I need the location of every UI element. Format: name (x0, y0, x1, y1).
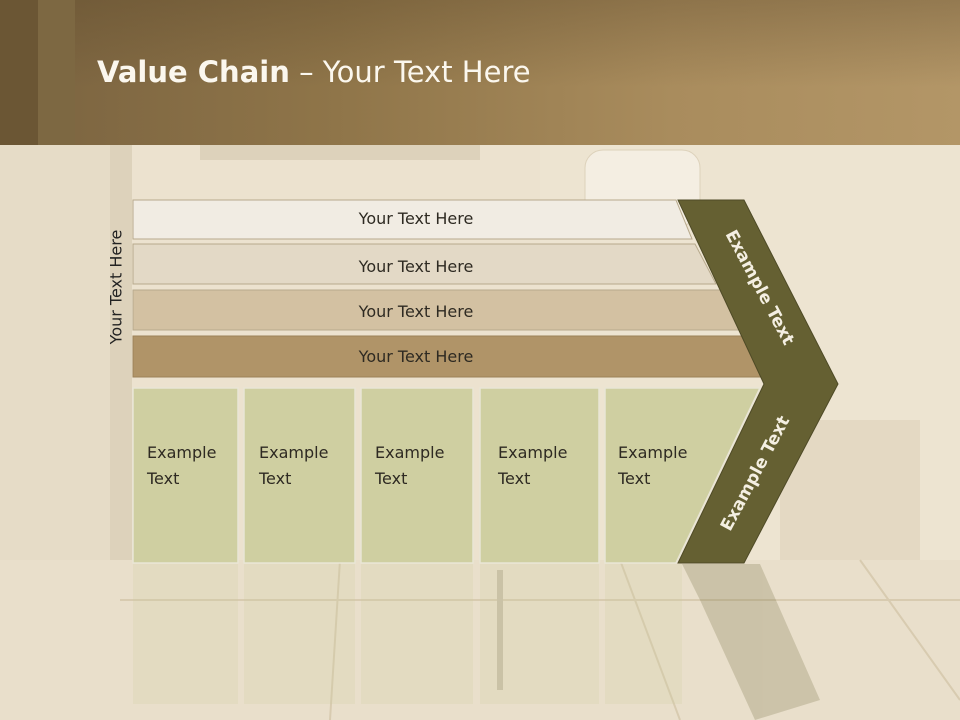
column-2-line2: Text (258, 469, 291, 488)
header-stripe-dark (0, 0, 38, 145)
column-5-line1: Example (618, 443, 687, 462)
bar-2-label: Your Text Here (358, 257, 474, 276)
column-2-line1: Example (259, 443, 328, 462)
column-4 (479, 387, 600, 564)
bar-2 (132, 243, 717, 285)
bar-1 (132, 199, 693, 240)
header-stripe-medium (38, 0, 75, 145)
column-5 (604, 387, 762, 564)
header-band (0, 0, 960, 145)
columns-group: Example Text Example Text Example Text E… (132, 387, 762, 564)
bar-4-label: Your Text Here (358, 347, 474, 366)
column-4-line2: Text (497, 469, 530, 488)
column-3-line2: Text (374, 469, 407, 488)
diagram-reflection (133, 564, 820, 720)
slide-title-rest: – Your Text Here (289, 55, 531, 89)
column-1-line1: Example (147, 443, 216, 462)
column-1-line2: Text (146, 469, 179, 488)
column-3 (360, 387, 474, 564)
bars-group: Your Text Here Your Text Here Your Text … (132, 199, 764, 378)
column-2 (243, 387, 356, 564)
bar-3-label: Your Text Here (358, 302, 474, 321)
column-4-line1: Example (498, 443, 567, 462)
chevron-arrow (677, 199, 839, 564)
column-3-line1: Example (375, 443, 444, 462)
slide-title-bold: Value Chain (97, 55, 290, 89)
slide-title: Value Chain – Your Text Here (97, 55, 531, 89)
bar-1-label: Your Text Here (358, 209, 474, 228)
column-5-line2: Text (617, 469, 650, 488)
header-shadow (0, 0, 960, 145)
column-1 (132, 387, 239, 564)
